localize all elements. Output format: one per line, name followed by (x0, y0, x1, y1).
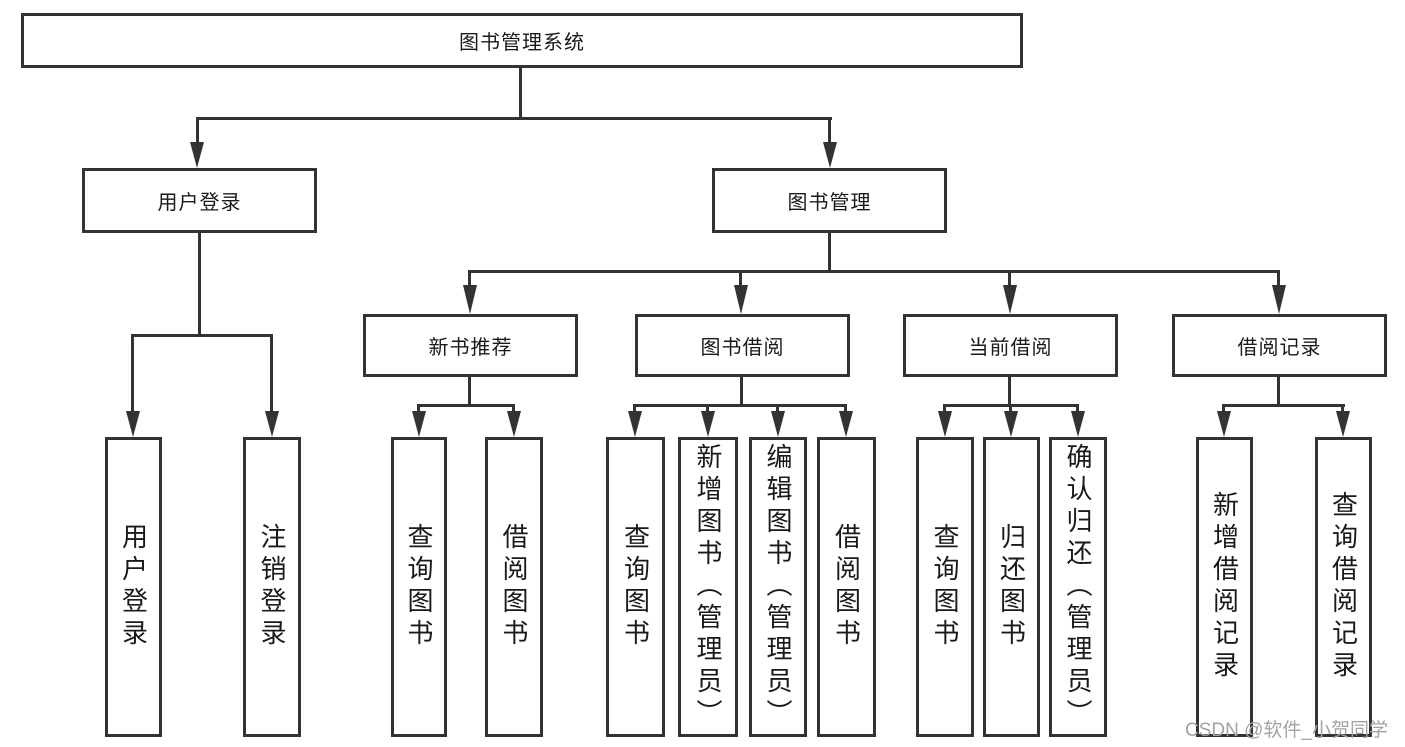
node-label: 用户登录 (118, 523, 149, 651)
leaf-bb-edit-book-admin: 编辑图书（管理员） (749, 437, 807, 737)
node-label: 注销登录 (257, 523, 287, 651)
arrow-down-icon (463, 285, 477, 314)
arrow-down-icon (1004, 411, 1018, 437)
arrow-down-icon (1217, 411, 1231, 437)
node-label: 归还图书 (996, 523, 1027, 651)
node-label: 图书借阅 (700, 337, 785, 359)
node-label: 新书推荐 (428, 337, 513, 359)
connector-line (1341, 404, 1344, 413)
node-user-login: 用户登录 (82, 168, 317, 233)
leaf-nb-borrow-book: 借阅图书 (485, 437, 543, 737)
node-borrow-record: 借阅记录 (1172, 314, 1387, 377)
connector-line (1222, 404, 1225, 413)
connector-line (131, 334, 134, 413)
arrow-down-icon (771, 411, 785, 437)
node-current-borrow: 当前借阅 (903, 314, 1118, 377)
arrow-down-icon (1003, 285, 1017, 314)
node-label: 编辑图书（管理员） (763, 443, 793, 731)
connector-line (1277, 270, 1280, 287)
connector-line (196, 117, 199, 145)
node-label: 查询图书 (620, 523, 651, 651)
arrow-down-icon (1272, 285, 1286, 314)
connector-line (1008, 377, 1011, 407)
node-label: 当前借阅 (968, 337, 1053, 359)
connector-line (512, 404, 515, 413)
node-book-management: 图书管理 (712, 168, 947, 233)
connector-line (943, 404, 946, 413)
leaf-br-add-record: 新增借阅记录 (1196, 437, 1253, 737)
connector-line (828, 233, 831, 273)
connector-line (468, 377, 471, 407)
connector-line (776, 404, 779, 413)
connector-line (1277, 377, 1280, 407)
node-label: 查询借阅记录 (1328, 491, 1359, 683)
arrow-down-icon (412, 411, 426, 437)
leaf-user-login: 用户登录 (105, 437, 162, 737)
connector-line (739, 270, 742, 287)
arrow-down-icon (1336, 411, 1350, 437)
leaf-cb-confirm-return-admin: 确认归还（管理员） (1049, 437, 1107, 737)
arrow-down-icon (628, 411, 642, 437)
node-label: 用户登录 (157, 192, 242, 214)
connector-line (468, 270, 471, 287)
arrow-down-icon (823, 142, 837, 168)
arrow-down-icon (701, 411, 715, 437)
leaf-bb-query-book: 查询图书 (606, 437, 665, 737)
node-label: 查询图书 (404, 523, 434, 651)
arrow-down-icon (734, 285, 748, 314)
csdn-watermark: CSDN @软件_小贺同学 (1185, 720, 1388, 741)
node-label: 借阅图书 (499, 523, 529, 651)
connector-line (1009, 404, 1012, 413)
leaf-nb-query-book: 查询图书 (391, 437, 447, 737)
node-book-borrow: 图书借阅 (635, 314, 850, 377)
connector-line (1008, 270, 1011, 287)
arrow-down-icon (507, 411, 521, 437)
leaf-logout: 注销登录 (243, 437, 301, 737)
connector-line (1076, 404, 1079, 413)
connector-line (198, 233, 201, 337)
arrow-down-icon (938, 411, 952, 437)
node-label: 查询图书 (930, 523, 960, 651)
connector-line (844, 404, 847, 413)
leaf-br-query-record: 查询借阅记录 (1315, 437, 1372, 737)
connector-line (417, 404, 420, 413)
arrow-down-icon (839, 411, 853, 437)
connector-line (468, 270, 1280, 273)
node-label: 新增图书（管理员） (693, 443, 723, 731)
leaf-cb-return-book: 归还图书 (983, 437, 1040, 737)
connector-line (740, 377, 743, 407)
leaf-bb-borrow-book: 借阅图书 (817, 437, 876, 737)
node-root-library-system: 图书管理系统 (21, 13, 1023, 68)
connector-line (417, 404, 515, 407)
connector-line (519, 68, 522, 119)
connector-line (706, 404, 709, 413)
connector-line (1222, 404, 1345, 407)
connector-line (131, 334, 273, 337)
arrow-down-icon (126, 411, 140, 437)
connector-line (196, 117, 832, 120)
node-new-book-recommend: 新书推荐 (363, 314, 578, 377)
arrow-down-icon (1071, 411, 1085, 437)
leaf-cb-query-book: 查询图书 (916, 437, 974, 737)
connector-line (828, 117, 831, 145)
connector-line (633, 404, 847, 407)
arrow-down-icon (190, 142, 204, 168)
node-label: 确认归还（管理员） (1063, 443, 1093, 731)
connector-line (270, 334, 273, 413)
node-label: 借阅图书 (831, 523, 862, 651)
connector-line (633, 404, 636, 413)
node-label: 图书管理 (787, 192, 872, 214)
node-label: 图书管理系统 (459, 32, 585, 54)
leaf-bb-add-book-admin: 新增图书（管理员） (678, 437, 738, 737)
node-label: 借阅记录 (1237, 337, 1322, 359)
node-label: 新增借阅记录 (1209, 491, 1240, 683)
arrow-down-icon (265, 411, 279, 437)
